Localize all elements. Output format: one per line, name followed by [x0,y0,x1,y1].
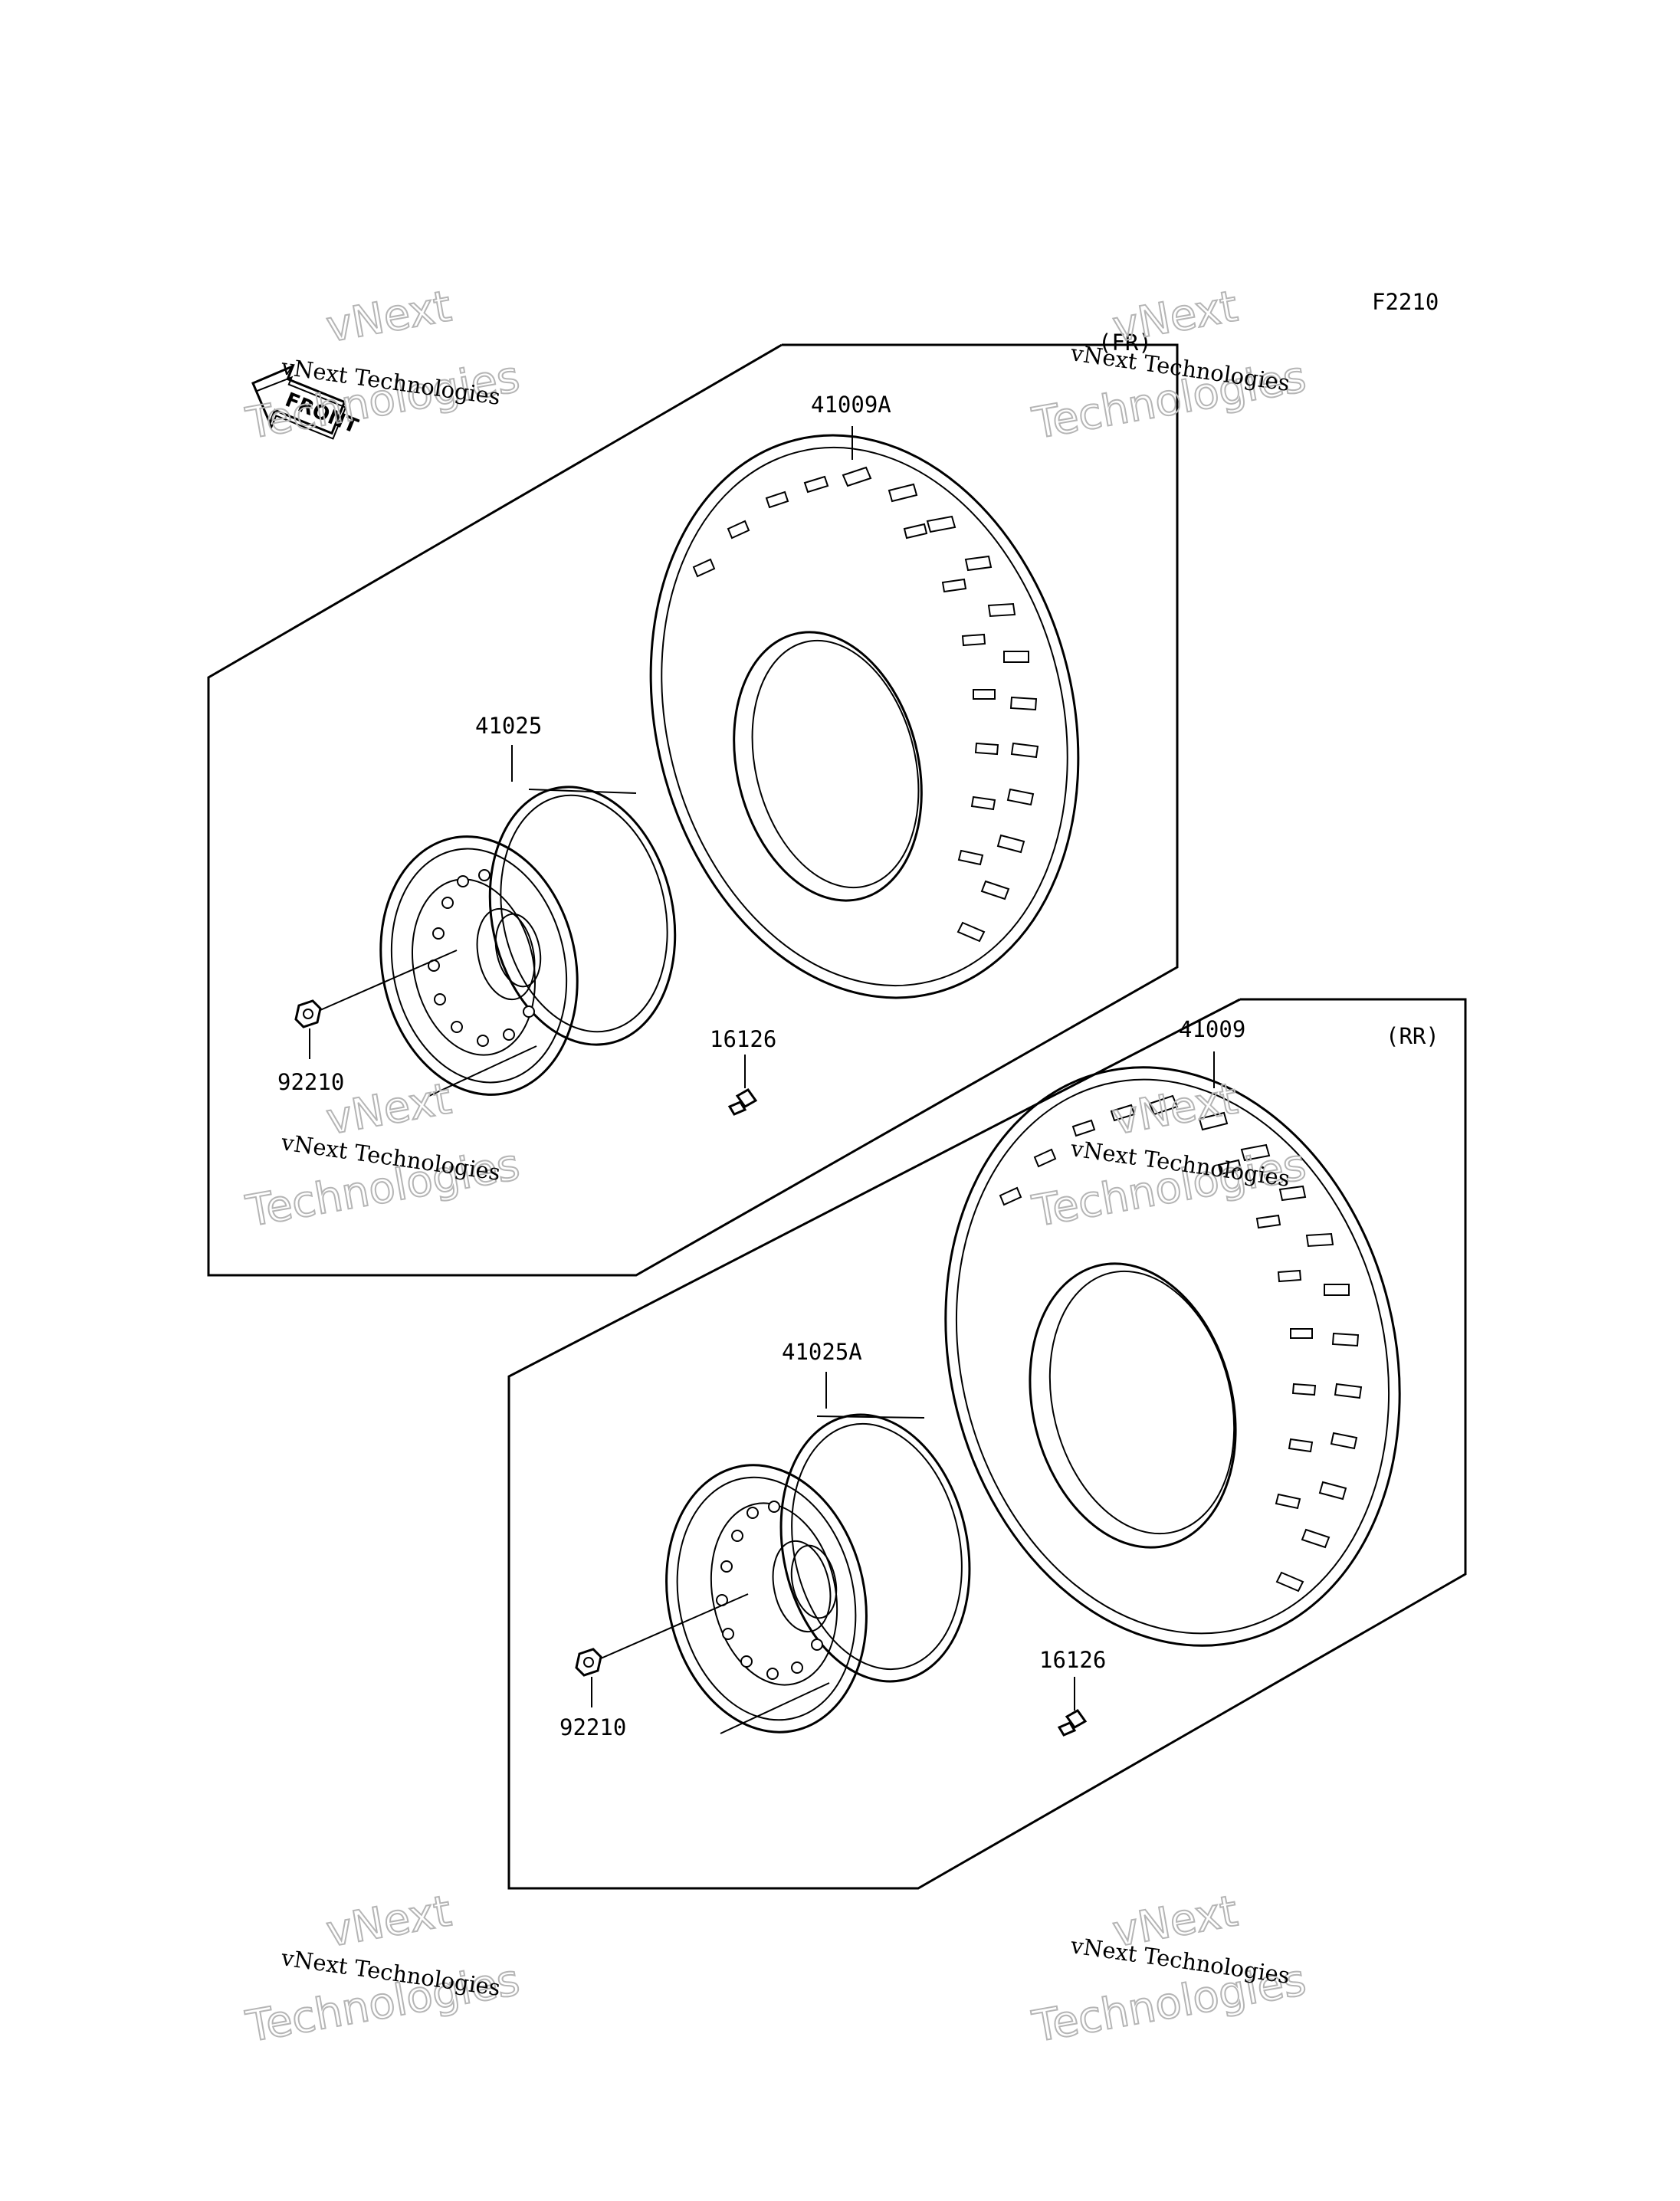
front-group-frame [207,343,1179,1277]
label-valve-front: 16126 [710,1026,776,1052]
rear-tire [944,1066,1401,1647]
label-wheel-front: 41025 [475,713,542,739]
front-nut-icon [294,950,458,1059]
label-nut-front: 92210 [277,1069,344,1095]
watermark-top-left: vNext Technologies vNext Technologies [241,280,524,450]
rear-group-tag: (RR) [1386,1023,1439,1049]
label-nut-rear: 92210 [559,1714,626,1740]
watermark-mid-left: vNext Technologies vNext Technologies [241,1073,524,1238]
label-wheel-rear: 41025A [782,1339,862,1365]
front-group-tag: (FR) [1098,330,1152,356]
rear-group-frame [507,998,1467,1890]
front-group: (FR) [207,330,1179,1277]
label-tire-front: 41009A [811,392,891,418]
rear-group: (RR) [507,998,1467,1890]
watermark-big-1: vNext [1109,281,1241,352]
watermark-top-right: vNext Technologies vNext Technologies [1028,280,1311,450]
watermark-bottom-right: vNext Technologies vNext Technologies [1028,1885,1311,2053]
label-tire-rear: 41009 [1179,1016,1245,1042]
watermark-mid-right: vNext Technologies vNext Technologies [1028,1073,1311,1238]
rear-wheel [665,1413,971,1734]
watermark-big-1: vNext [323,281,454,352]
rear-valve-icon [1057,1677,1088,1737]
front-tire [649,434,1080,999]
watermark-big-1: vNext [1109,1074,1241,1144]
label-valve-rear: 16126 [1039,1647,1106,1673]
diagram-code: F2210 [1372,289,1439,315]
front-valve-icon [727,1055,758,1116]
front-wheel [379,786,677,1097]
rear-nut-icon [575,1593,749,1707]
watermark-big-1: vNext [323,1886,454,1957]
watermark-bottom-left: vNext Technologies vNext Technologies [241,1885,524,2053]
